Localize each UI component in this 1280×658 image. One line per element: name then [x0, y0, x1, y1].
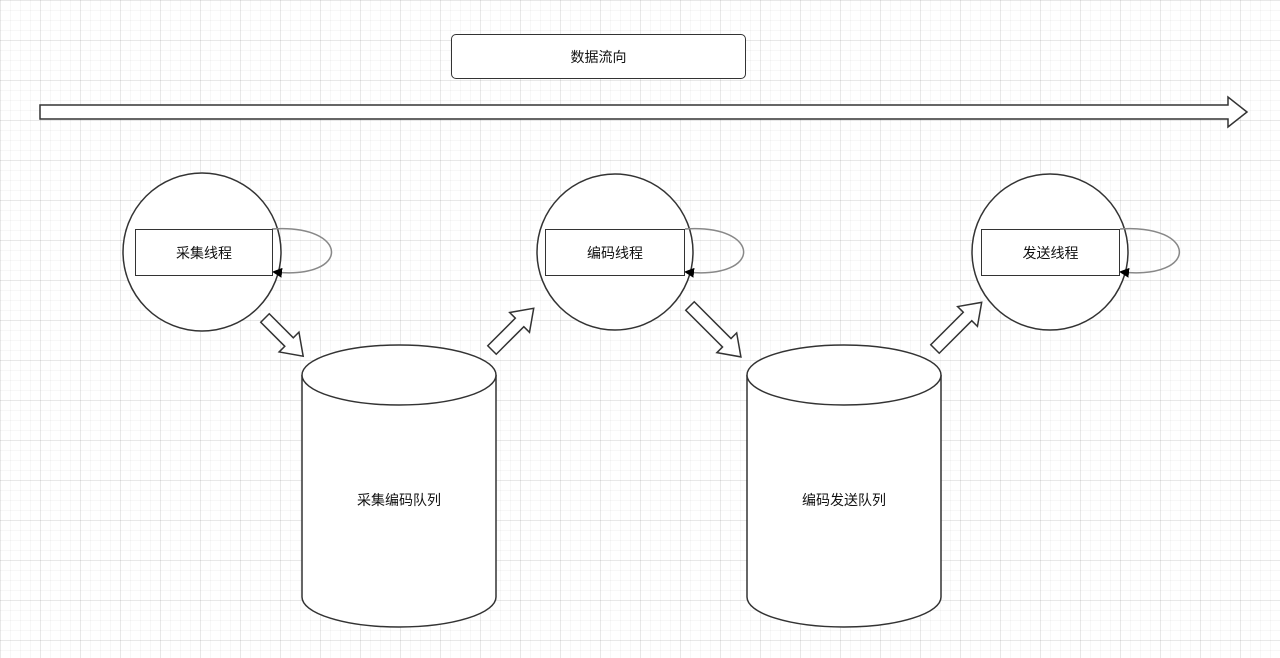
send-thread-loop: [1119, 228, 1180, 278]
data-flow-title: 数据流向: [451, 34, 746, 79]
encode-thread-loop: [684, 228, 745, 278]
data-flow-arrow: [39, 95, 1249, 129]
capture-encode-queue-label: 采集编码队列: [357, 493, 441, 509]
arrow-queue-to-send: [929, 301, 983, 355]
encode-thread-box: 编码线程: [545, 229, 685, 276]
encode-send-queue-label: 编码发送队列: [802, 493, 886, 509]
capture-encode-queue-cylinder: [301, 344, 497, 628]
arrow-encode-to-queue: [684, 300, 742, 358]
capture-thread-loop: [271, 228, 333, 278]
arrow-queue-to-encode: [486, 307, 535, 356]
send-thread-box: 发送线程: [981, 229, 1120, 276]
capture-thread-box: 采集线程: [135, 229, 273, 276]
arrow-capture-to-queue: [259, 312, 305, 358]
encode-send-queue-cylinder: [746, 344, 942, 628]
